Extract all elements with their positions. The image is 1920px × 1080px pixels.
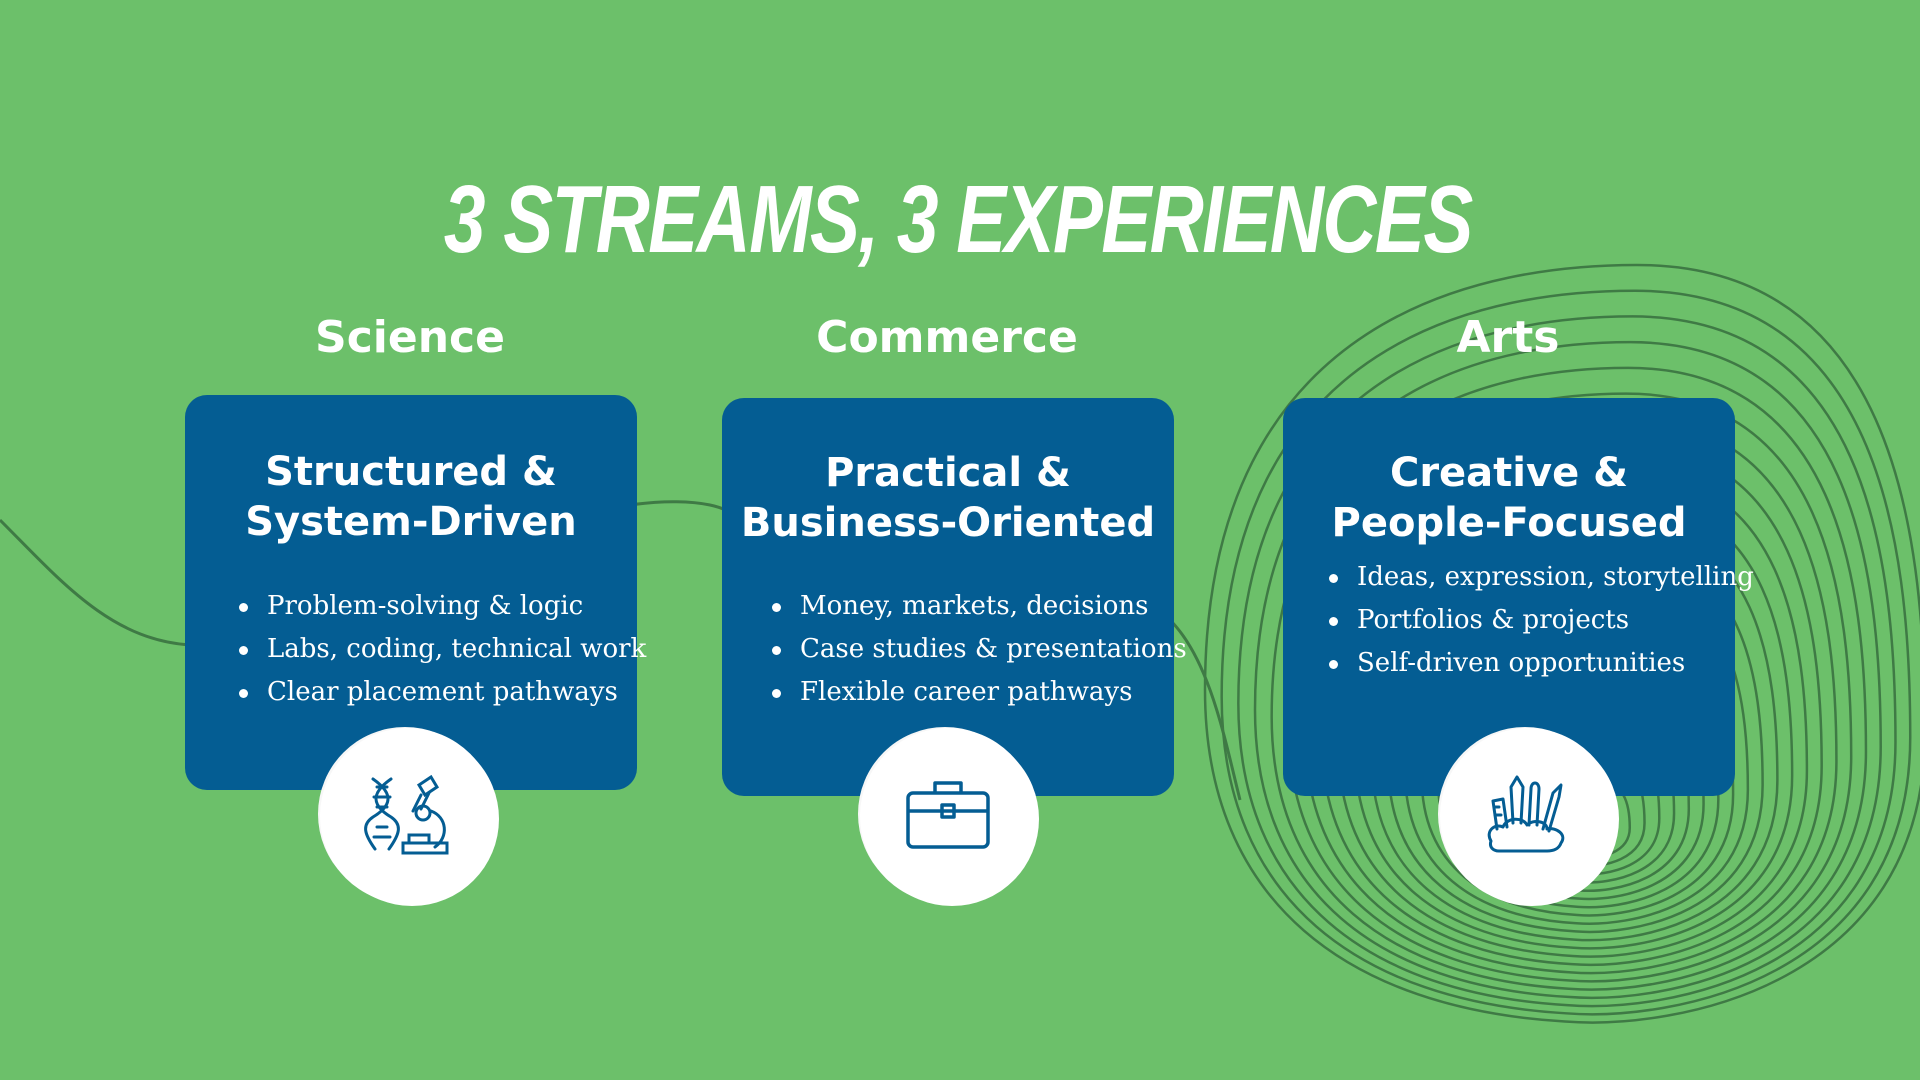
list-item: Flexible career pathways xyxy=(768,671,1187,714)
commerce-card-title: Practical & Business-Oriented xyxy=(740,450,1156,546)
contour-line xyxy=(1220,289,1912,1016)
list-item: Money, markets, decisions xyxy=(768,585,1187,628)
commerce-bullet-list: Money, markets, decisions Case studies &… xyxy=(768,585,1187,714)
list-item: Ideas, expression, storytelling xyxy=(1325,556,1754,599)
arts-card-title: Creative & People-Focused xyxy=(1331,450,1687,546)
science-card: Structured & System-Driven Problem-solvi… xyxy=(185,395,646,790)
arts-icon-badge xyxy=(1440,728,1616,904)
stream-label-commerce: Commerce xyxy=(816,312,1078,363)
briefcase-icon xyxy=(906,781,990,849)
list-item: Problem-solving & logic xyxy=(235,585,646,628)
dna-microscope-icon xyxy=(364,774,449,855)
contour-line xyxy=(1270,366,1868,991)
science-bullet-list: Problem-solving & logic Labs, coding, te… xyxy=(235,585,646,714)
slide-title: 3 STREAMS, 3 EXPERIENCES xyxy=(443,166,1473,273)
contour-line xyxy=(1203,263,1920,1024)
list-item: Labs, coding, technical work xyxy=(235,628,646,671)
arts-bullet-list: Ideas, expression, storytelling Portfoli… xyxy=(1325,556,1754,685)
art-supplies-icon xyxy=(1487,775,1565,853)
commerce-icon-badge xyxy=(860,728,1036,904)
arts-card: Creative & People-Focused Ideas, express… xyxy=(1283,398,1754,796)
stream-label-arts: Arts xyxy=(1456,312,1560,363)
list-item: Case studies & presentations xyxy=(768,628,1187,671)
stream-label-science: Science xyxy=(315,312,505,363)
list-item: Clear placement pathways xyxy=(235,671,646,714)
contour-line xyxy=(1253,340,1882,1000)
list-item: Self-driven opportunities xyxy=(1325,642,1754,685)
list-item: Portfolios & projects xyxy=(1325,599,1754,642)
science-icon-badge xyxy=(320,728,496,904)
contour-line xyxy=(1237,315,1897,1008)
science-card-title: Structured & System-Driven xyxy=(245,449,577,545)
